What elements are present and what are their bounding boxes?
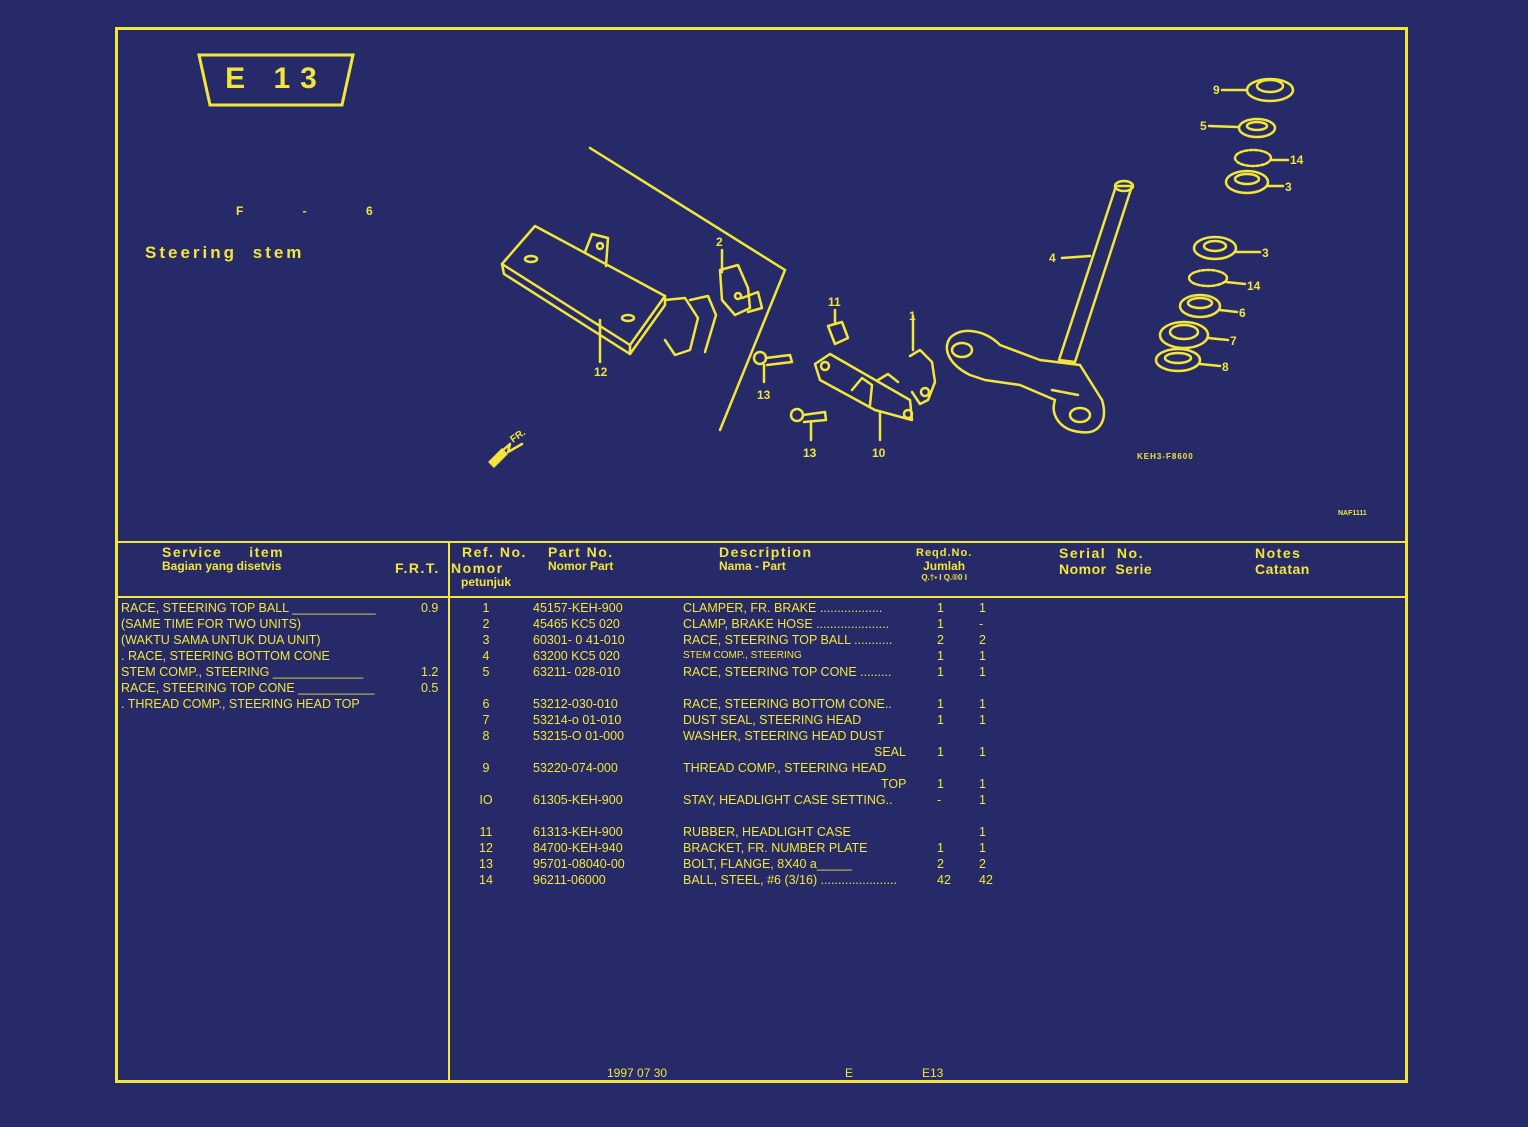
- service-item: STEM COMP., STEERING _____________1.2: [121, 665, 439, 679]
- header-service: Service item Bagian yang disetvis: [162, 544, 285, 574]
- callout-3b: 3: [1262, 246, 1269, 260]
- header-notes: Notes Catatan: [1255, 545, 1310, 578]
- header-quantity: Reqd.No. Jumlah Q.†▪ I Q.®0 I: [916, 547, 973, 583]
- service-item: (SAME TIME FOR TWO UNITS): [121, 617, 302, 631]
- service-item-list: RACE, STEERING TOP BALL ____________0.9 …: [121, 600, 451, 712]
- callout-10: 10: [872, 446, 886, 460]
- callout-13: 13: [757, 388, 771, 402]
- header-description-sub: Nama - Part: [719, 559, 786, 574]
- section-index: F - 6: [236, 204, 401, 218]
- callout-1: 1: [909, 309, 916, 323]
- header-frt: F.R.T.: [395, 560, 440, 576]
- callout-13b: 13: [803, 446, 817, 460]
- callout-14: 14: [1290, 153, 1304, 167]
- header-serial-sub: Nomor Serie: [1059, 561, 1153, 578]
- callout-2: 2: [716, 235, 723, 249]
- header-serial: Serial No. Nomor Serie: [1059, 545, 1153, 578]
- section-badge: E 13: [196, 51, 356, 107]
- header-part: Part No. Nomor Part: [548, 544, 614, 574]
- header-description: Description Nama - Part: [719, 544, 813, 574]
- header-quantity-sub2: Q.†▪ I Q.®0 I: [921, 573, 967, 583]
- footer-page: E13: [922, 1066, 944, 1080]
- header-ref-sub: Nomor: [451, 560, 504, 577]
- header-ref: Ref. No. Nomor petunjuk: [451, 544, 527, 590]
- callout-6: 6: [1239, 306, 1246, 320]
- table-top-rule: [115, 541, 1408, 543]
- header-quantity-sub: Jumlah: [923, 558, 966, 573]
- callout-7: 7: [1230, 334, 1237, 348]
- callout-5: 5: [1200, 119, 1207, 133]
- footer-date: 1997 07 30: [607, 1066, 668, 1080]
- page-title: Steering stem: [145, 243, 305, 262]
- callout-3: 3: [1285, 180, 1292, 194]
- callout-8: 8: [1222, 360, 1229, 374]
- service-item: RACE, STEERING TOP BALL ____________0.9: [121, 601, 439, 615]
- callout-9: 9: [1213, 83, 1220, 97]
- callout-11: 11: [828, 295, 841, 309]
- callout-14b: 14: [1247, 279, 1261, 293]
- callout-12: 12: [594, 365, 608, 379]
- section-code-badge-text: E 13: [225, 62, 327, 95]
- table-column-divider: [448, 541, 450, 1083]
- page-frame: [115, 27, 1408, 1083]
- header-part-sub: Nomor Part: [548, 559, 614, 574]
- fr-arrow-label: FR.: [508, 427, 528, 445]
- exploded-parts-diagram: 9 5 14 3 3 14 6 7 8 4 2 11 1 12 13 13 10…: [488, 77, 1304, 468]
- footer-edition: E: [845, 1066, 854, 1080]
- service-item: . THREAD COMP., STEERING HEAD TOP: [121, 697, 360, 711]
- header-service-sub: Bagian yang disetvis: [162, 559, 282, 574]
- table-header-rule: [115, 596, 1408, 598]
- service-item: (WAKTU SAMA UNTUK DUA UNIT): [121, 633, 321, 647]
- drawing-code: KEH3-F8600: [1137, 452, 1194, 461]
- header-notes-sub: Catatan: [1255, 561, 1310, 578]
- callout-4: 4: [1049, 251, 1056, 265]
- service-item: . RACE, STEERING BOTTOM CONE: [121, 649, 330, 663]
- header-ref-sub2: petunjuk: [461, 575, 511, 590]
- service-item: RACE, STEERING TOP CONE ___________0.5: [121, 681, 439, 695]
- page-code: NAF1111: [1338, 510, 1367, 517]
